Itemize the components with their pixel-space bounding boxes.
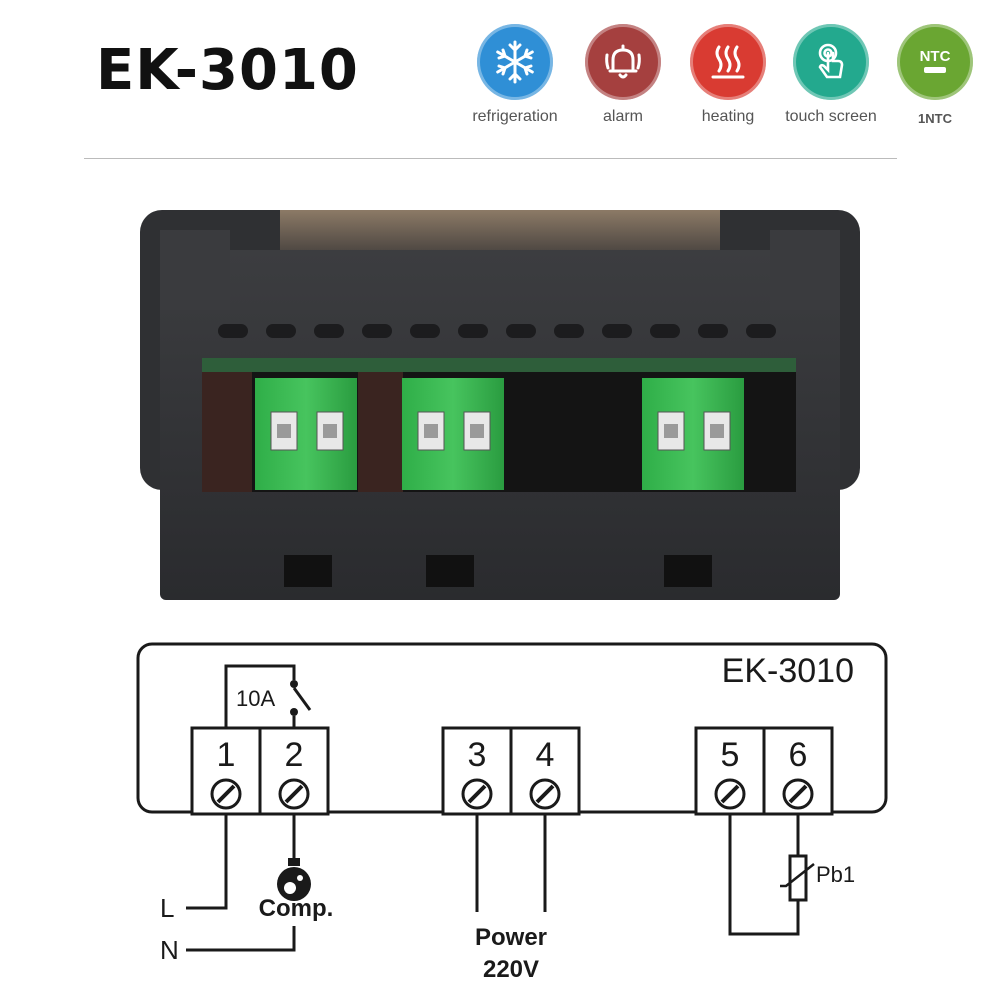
left-clip xyxy=(160,230,230,310)
snowflake-icon xyxy=(477,24,553,100)
feature-touch-screen: touch screen xyxy=(776,24,886,126)
terminal-block-5-6 xyxy=(642,378,744,490)
feature-label: refrigeration xyxy=(472,108,558,125)
power-label: Power xyxy=(475,924,547,951)
feature-label: touch screen xyxy=(785,108,877,125)
right-clip xyxy=(770,230,840,310)
feature-ntc: NTC 1NTC xyxy=(880,24,990,126)
terminal-number: 2 xyxy=(285,736,304,774)
probe-label: Pb1 xyxy=(816,862,855,887)
touch-hand-icon xyxy=(793,24,869,100)
ntc-probe-icon: NTC xyxy=(897,24,973,100)
terminal-number: 5 xyxy=(721,736,740,774)
feature-label: alarm xyxy=(602,108,643,125)
terminal-block-1-2 xyxy=(255,378,357,490)
ntc-badge-text: NTC xyxy=(920,48,951,65)
wiring-diagram: EK-3010 10A 1 2 3 4 5 6 L N Comp. Power … xyxy=(136,642,888,983)
line-wire xyxy=(186,814,228,910)
divider-line xyxy=(84,158,897,159)
compressor-symbol xyxy=(277,858,311,901)
feature-label: heating xyxy=(701,108,755,125)
feature-alarm: alarm xyxy=(568,24,678,126)
line-label: L xyxy=(160,893,174,923)
terminal-number: 3 xyxy=(468,736,487,774)
relay-wire xyxy=(224,664,296,728)
product-photo xyxy=(140,210,860,600)
terminal-number: 4 xyxy=(536,736,555,774)
compressor-label: Comp. xyxy=(259,895,334,922)
model-title: EK-3010 xyxy=(96,38,359,103)
probe-wire xyxy=(728,814,800,936)
heat-waves-icon xyxy=(690,24,766,100)
terminal-block-3-4 xyxy=(402,378,504,490)
bottom-latches xyxy=(284,555,712,587)
feature-heating: heating xyxy=(673,24,783,126)
relay-contact xyxy=(292,687,312,711)
relay-rating-label: 10A xyxy=(236,686,275,711)
feature-icons: refrigeration alarm xyxy=(460,24,980,134)
feature-label: 1NTC xyxy=(918,111,952,126)
pcb-strip xyxy=(202,358,796,372)
bell-icon xyxy=(585,24,661,100)
neutral-label: N xyxy=(160,935,179,965)
top-edge xyxy=(280,210,720,254)
feature-refrigeration: refrigeration xyxy=(460,24,570,126)
vent-slots xyxy=(218,324,776,338)
terminal-number: 1 xyxy=(217,736,236,774)
diagram-model-label: EK-3010 xyxy=(722,652,854,690)
neutral-wire xyxy=(186,926,296,952)
terminal-number: 6 xyxy=(789,736,808,774)
voltage-label: 220V xyxy=(483,956,539,983)
terminal-screws xyxy=(210,778,814,810)
